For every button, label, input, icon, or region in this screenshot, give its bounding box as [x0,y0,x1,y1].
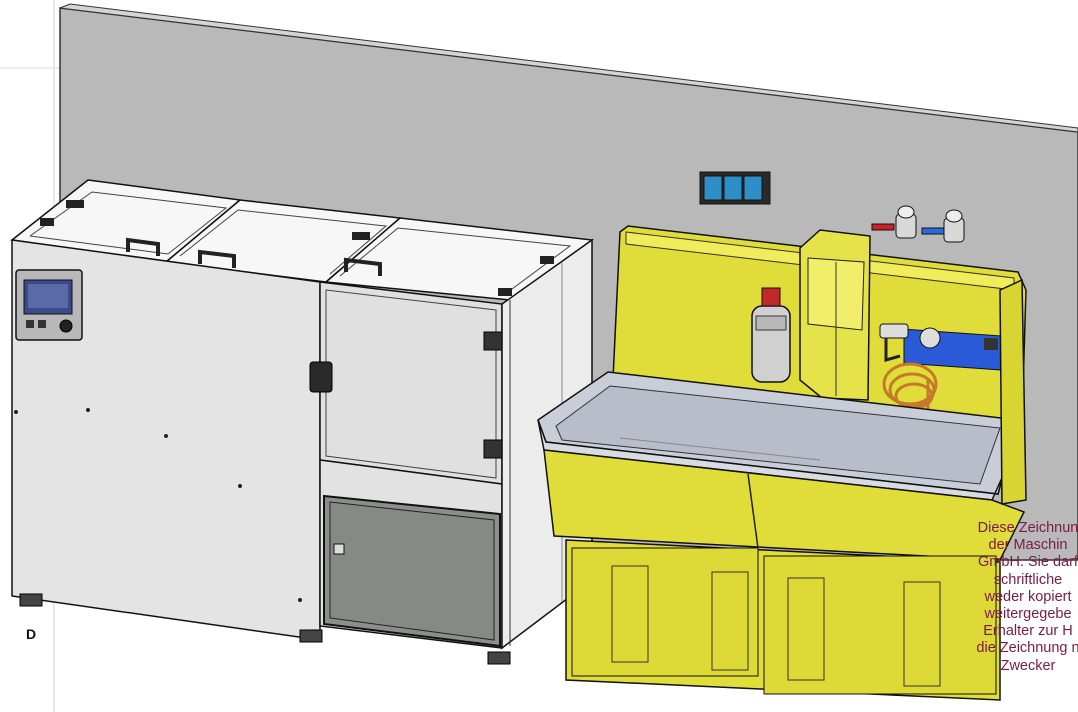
lid-handle [198,249,236,268]
notice-line: der Maschin [988,537,1068,554]
lid-handle [344,257,382,276]
lid-handle [126,237,160,256]
red-valve-icon [871,205,917,239]
wall-switch-boxes [699,171,771,205]
notice-line: schriftliche [993,571,1063,588]
notice-line: weitergegebe [984,605,1072,622]
copper-hose-icon [882,362,938,440]
rinsing-sink-unit [537,225,1027,701]
cabinet-foot [299,629,323,643]
washing-cabinet [10,179,594,665]
notice-line: Zwecker [1000,657,1056,674]
cabinet-foot [487,651,511,665]
control-knob-icon [59,319,73,333]
cabinet-door-upper [319,281,503,485]
notice-line: weder kopiert [984,588,1072,605]
notice-line: Erhalter zur H [983,623,1073,640]
notice-line: GmbH. Sie darf [978,554,1078,571]
door-handle [309,361,333,393]
dosing-pump-icon [799,229,871,401]
cabinet-foot [19,593,43,607]
blue-valve-icon [921,209,965,243]
page-label: D [26,626,37,642]
notice-line: Diese Zeichnun [977,520,1078,536]
notice-line: die Zeichnung n [976,640,1078,657]
copyright-notice: Diese Zeichnun der Maschin GmbH. Sie dar… [958,520,1078,675]
wall-top-edge [59,3,1078,133]
sink-front-apron [543,449,1026,561]
faucet-icon [879,323,998,362]
sink-base-door [763,555,997,695]
detergent-bottle-icon [751,287,791,383]
window-latch-icon [333,543,345,555]
sink-base-door [571,547,759,677]
